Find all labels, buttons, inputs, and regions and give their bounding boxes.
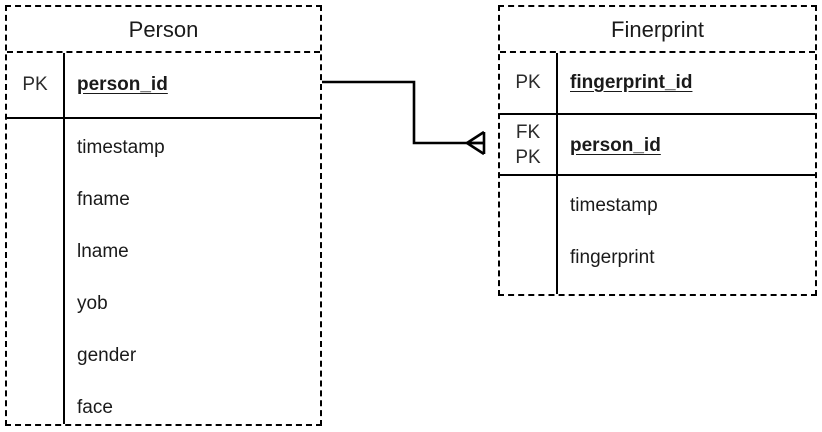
entity-fingerprint-key-separator-1 xyxy=(500,113,815,115)
entity-fingerprint[interactable]: Finerprint PK fingerprint_id FK PK perso… xyxy=(498,5,817,296)
crows-foot-many-marker xyxy=(466,130,486,156)
entity-fingerprint-field-1-name[interactable]: person_id xyxy=(570,135,661,156)
entity-person-field-2-name[interactable]: fname xyxy=(77,189,130,210)
entity-fingerprint-field-1-key-pk: PK xyxy=(515,147,541,168)
entity-person-field-6-name[interactable]: face xyxy=(77,397,113,418)
entity-person-field-0-key: PK xyxy=(22,74,48,95)
entity-fingerprint-field-0-key: PK xyxy=(515,72,541,93)
entity-person[interactable]: Person PK person_id timestamp fname lnam… xyxy=(5,5,322,426)
entity-fingerprint-field-2-name[interactable]: timestamp xyxy=(570,195,658,216)
entity-fingerprint-body: PK fingerprint_id FK PK person_id timest… xyxy=(500,53,815,294)
entity-person-body: PK person_id timestamp fname lname yob g… xyxy=(7,53,320,424)
entity-person-field-3-name[interactable]: lname xyxy=(77,241,129,262)
connector-line xyxy=(322,80,484,145)
entity-fingerprint-field-3-name[interactable]: fingerprint xyxy=(570,247,655,268)
entity-fingerprint-key-separator-2 xyxy=(500,174,815,176)
entity-fingerprint-title: Finerprint xyxy=(500,7,815,53)
entity-fingerprint-column-divider xyxy=(556,53,558,294)
entity-person-field-1-name[interactable]: timestamp xyxy=(77,137,165,158)
entity-person-title: Person xyxy=(7,7,320,53)
entity-person-column-divider xyxy=(63,53,65,424)
entity-person-field-0-name[interactable]: person_id xyxy=(77,74,168,95)
entity-person-field-5-name[interactable]: gender xyxy=(77,345,137,366)
entity-fingerprint-field-0-name[interactable]: fingerprint_id xyxy=(570,72,693,93)
entity-person-key-separator xyxy=(7,117,320,119)
entity-fingerprint-field-1-key-fk: FK xyxy=(515,122,541,143)
entity-person-field-4-name[interactable]: yob xyxy=(77,293,108,314)
